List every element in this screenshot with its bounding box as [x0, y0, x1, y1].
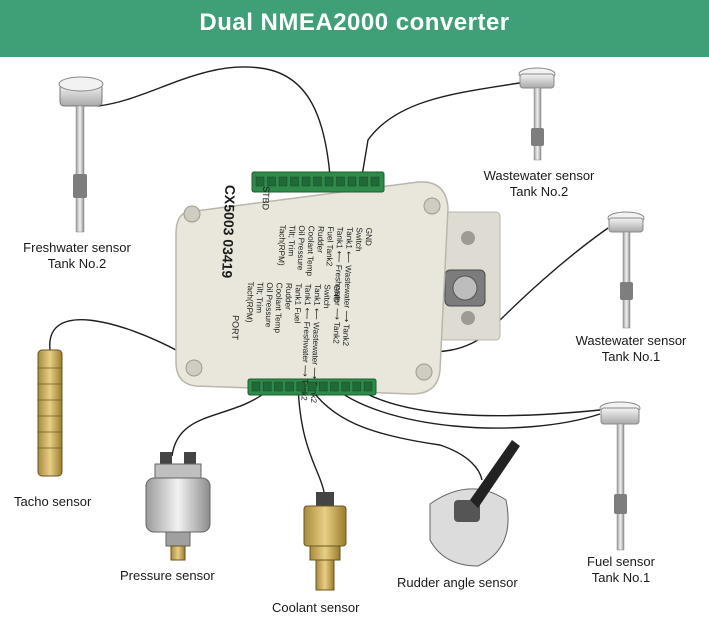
freshwater-label-line1: Freshwater sensor — [23, 240, 131, 255]
terminal-screw-top — [324, 176, 334, 187]
wastewater2-label-line2: Tank No.2 — [509, 184, 569, 199]
banner-title: Dual NMEA2000 converter — [199, 9, 510, 36]
terminal-screw-top — [336, 176, 345, 187]
port-terminal-label: Tach(RPM) — [245, 281, 255, 323]
converter-model: CX5003 03419 — [219, 185, 238, 279]
stbd-terminal-label: Oil Pressure — [296, 225, 307, 271]
port-terminal-label: Tank1 ⟵ Wastewater ⟶ Tank2 — [309, 284, 322, 404]
wire-coolant — [297, 383, 325, 493]
wastewater2-label-line1: Wastewater sensor — [483, 168, 595, 183]
terminal-screw-bottom — [363, 381, 373, 392]
n2k-connector-ring — [452, 275, 478, 301]
screw-bottom-left — [185, 359, 203, 377]
wire-pressure — [171, 391, 267, 457]
terminal-screw-bottom — [307, 381, 317, 392]
wire-fuel-b — [349, 383, 601, 417]
tacho-sensor — [37, 349, 63, 477]
terminal-screw-top — [347, 176, 357, 187]
terminal-screw-top — [313, 176, 322, 187]
stbd-terminal-label: Switch — [354, 227, 364, 252]
terminal-screw-top — [267, 176, 276, 187]
wastewater1-sensor-label: Wastewater sensor Tank No.1 — [556, 333, 706, 365]
wastewater1-label-line2: Tank No.1 — [601, 349, 661, 364]
coolant-sensor-label: Coolant sensor — [272, 600, 360, 615]
screw-bottom-right — [415, 363, 433, 381]
wire-fuel-a — [329, 383, 601, 429]
port-terminal-label: GND — [332, 285, 342, 304]
tacho-sensor-label: Tacho sensor — [14, 494, 92, 509]
port-terminal-label: Tank1 ⟵ Freshwater ⟶ Tank2 — [299, 283, 312, 401]
rudder-sensor-label: Rudder angle sensor — [397, 575, 518, 590]
terminal-screw-bottom — [296, 381, 306, 392]
stbd-terminal-label: GND — [364, 228, 374, 247]
wastewater-sensor-tank1 — [607, 211, 645, 329]
stbd-label: STBD — [260, 186, 271, 211]
wastewater2-sensor-label: Wastewater sensor Tank No.2 — [464, 168, 614, 200]
fuel-sensor-label: Fuel sensor Tank No.1 — [566, 554, 676, 586]
freshwater-sensor — [58, 76, 104, 233]
port-label: PORT — [230, 315, 241, 341]
stbd-terminal-label: Tank1 ⟵ Wastewater ⟶ Tank2 — [341, 227, 354, 347]
wastewater1-label-line1: Wastewater sensor — [575, 333, 687, 348]
stbd-terminal-label: Tilt; Trim — [286, 225, 296, 257]
freshwater-sensor-label: Freshwater sensor Tank No.2 — [2, 240, 152, 272]
screw-top-left — [183, 205, 201, 223]
port-terminal-label: Switch — [322, 284, 332, 309]
stbd-terminal-label: Tach(RPM) — [277, 225, 287, 267]
stbd-terminal-label: Coolant Temp — [305, 226, 316, 277]
wastewater-sensor-tank2 — [518, 67, 556, 161]
terminal-screw-bottom — [262, 381, 272, 392]
stbd-terminal-label: Tank1 ⟵ Freshwater ⟶ Tank2 — [331, 227, 344, 345]
terminal-screw-bottom — [318, 381, 328, 392]
terminal-screw-top — [278, 176, 288, 187]
wire-wastewater2 — [361, 79, 538, 177]
title-banner: Dual NMEA2000 converter — [0, 0, 709, 57]
flange-hole-bottom — [461, 311, 475, 325]
screw-top-right — [423, 197, 441, 215]
port-terminal-label: Coolant Temp — [273, 282, 284, 333]
pressure-sensor — [145, 452, 211, 561]
converter-housing — [175, 181, 449, 395]
terminal-screw-bottom — [251, 381, 261, 392]
fuel-label-line2: Tank No.1 — [591, 570, 651, 585]
stbd-terminal-label: Fuel Tank2 — [325, 226, 335, 267]
terminal-screw-bottom — [341, 381, 350, 392]
pressure-sensor-label: Pressure sensor — [120, 568, 215, 583]
terminal-screw-bottom — [285, 381, 294, 392]
terminal-screw-top — [370, 176, 380, 187]
port-terminal-label: Rudder — [283, 283, 293, 310]
terminal-screw-bottom — [352, 381, 362, 392]
port-terminal-label: Oil Pressure — [264, 282, 275, 328]
flange-hole-top — [461, 231, 475, 245]
terminal-screw-bottom — [274, 381, 283, 392]
terminal-screw-top — [290, 176, 299, 187]
freshwater-label-line2: Tank No.2 — [47, 256, 107, 271]
terminal-screw-top — [255, 176, 265, 187]
fuel-sensor-tank1 — [599, 401, 641, 551]
terminal-screw-bottom — [330, 381, 339, 392]
wire-rudder — [307, 383, 483, 481]
stbd-terminal-label: Rudder — [315, 226, 325, 253]
rudder-angle-sensor — [429, 440, 520, 567]
converter-unit — [175, 171, 501, 396]
terminal-screw-top — [359, 176, 368, 187]
fuel-label-line1: Fuel sensor — [587, 554, 655, 569]
coolant-sensor — [303, 492, 347, 591]
terminal-screw-top — [301, 176, 311, 187]
wire-freshwater — [97, 66, 331, 177]
port-terminal-label: Tilt; Trim — [254, 282, 264, 314]
port-terminal-label: Tank1 Fuel — [293, 283, 303, 324]
